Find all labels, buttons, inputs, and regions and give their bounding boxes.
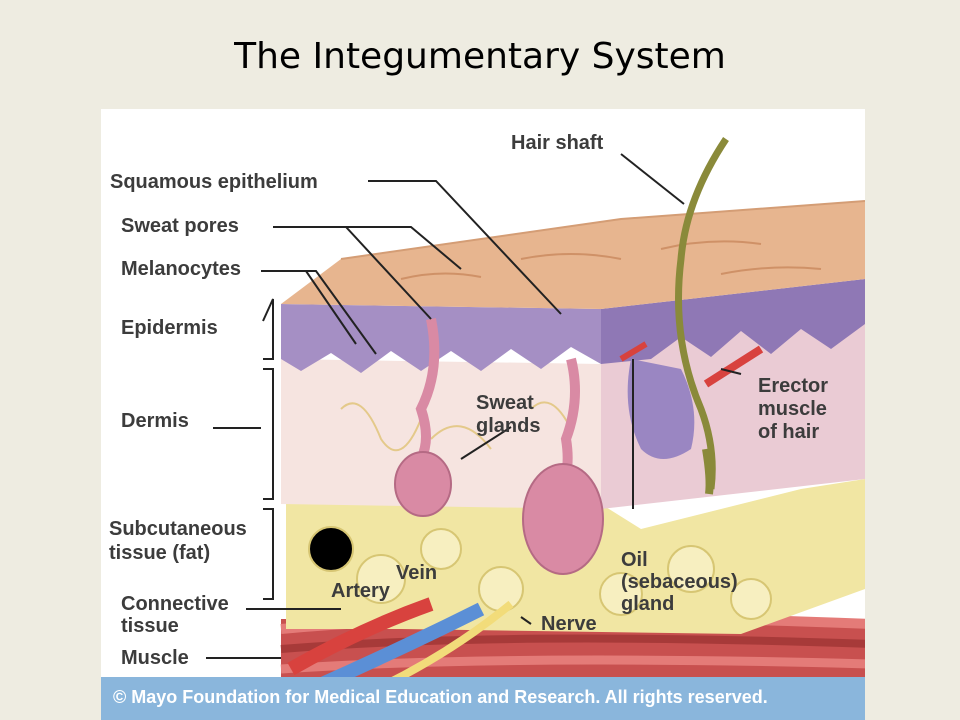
label-vein: Vein bbox=[396, 562, 437, 584]
leader-lines bbox=[206, 153, 742, 659]
label-glands: glands bbox=[476, 415, 540, 437]
erector-muscle bbox=[619, 341, 764, 388]
label-hair-shaft: Hair shaft bbox=[511, 132, 604, 154]
label-oil: Oil bbox=[621, 549, 648, 571]
slide-title: The Integumentary System bbox=[234, 36, 726, 77]
label-sweat-pores: Sweat pores bbox=[121, 215, 239, 237]
epidermis-layer bbox=[281, 279, 865, 373]
skin-diagram: Hair shaft Squamous epithelium Sweat por… bbox=[109, 132, 865, 713]
label-tissue-fat: tissue (fat) bbox=[109, 542, 210, 564]
label-sebaceous: (sebaceous) bbox=[621, 571, 738, 593]
skin-cross-section-figure: Hair shaft Squamous epithelium Sweat por… bbox=[101, 109, 865, 720]
copyright-bar bbox=[101, 677, 865, 720]
label-artery: Artery bbox=[331, 580, 391, 602]
label-erector-muscle: muscle bbox=[758, 398, 827, 420]
label-epidermis: Epidermis bbox=[121, 317, 218, 339]
artery bbox=[287, 597, 434, 676]
label-gland: gland bbox=[621, 593, 674, 615]
sweat-gland-left bbox=[394, 318, 452, 517]
copyright-text: © Mayo Foundation for Medical Education … bbox=[113, 687, 768, 707]
sweat-gland-right bbox=[522, 357, 604, 575]
label-squamous-epithelium: Squamous epithelium bbox=[110, 171, 318, 193]
label-nerve: Nerve bbox=[541, 613, 597, 635]
label-muscle: Muscle bbox=[121, 647, 189, 669]
label-of-hair: of hair bbox=[758, 421, 819, 443]
label-melanocytes: Melanocytes bbox=[121, 258, 241, 280]
label-dermis: Dermis bbox=[121, 410, 189, 432]
label-subcutaneous: Subcutaneous bbox=[109, 518, 247, 540]
hair-shaft bbox=[675, 137, 729, 490]
skin-surface bbox=[281, 200, 865, 309]
label-sweat: Sweat bbox=[476, 392, 534, 414]
label-connective: Connective bbox=[121, 593, 229, 615]
label-erector: Erector bbox=[758, 375, 828, 397]
label-connective-tissue: tissue bbox=[121, 615, 179, 637]
